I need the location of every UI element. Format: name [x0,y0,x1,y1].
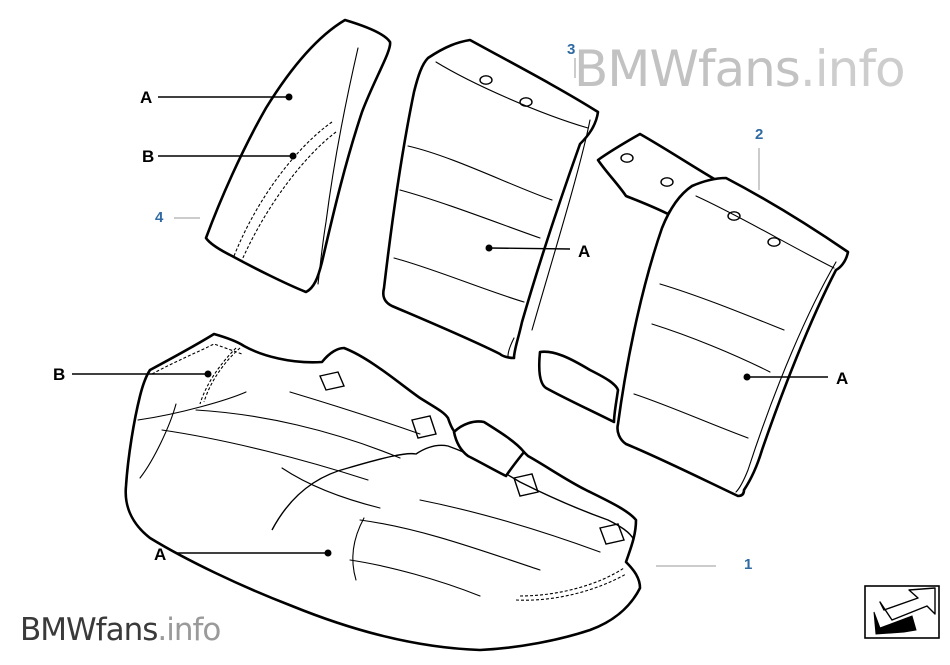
back-arrow-icon[interactable] [864,585,940,639]
part-number-4: 4 [155,209,164,226]
label-b-seat: B [53,365,65,384]
part-3-backrest-section [381,38,600,360]
watermark-bottom: BMWfans.info [20,612,221,648]
leader-lines [72,58,828,567]
watermark-top: BMWfans.info [574,40,906,98]
part-number-1: 1 [744,556,752,573]
part-4-side-bolster [204,18,392,294]
label-a-backrest-center: A [578,242,590,261]
label-a-backrest-right: A [836,369,848,388]
label-a-seat: A [154,545,166,564]
part-1-seat-cushion [124,332,642,652]
part-2-backrest-section [537,132,850,498]
part-number-2: 2 [755,126,763,143]
label-a-bolster: A [140,88,152,107]
label-b-bolster: B [142,147,154,166]
part-number-3: 3 [567,41,575,58]
